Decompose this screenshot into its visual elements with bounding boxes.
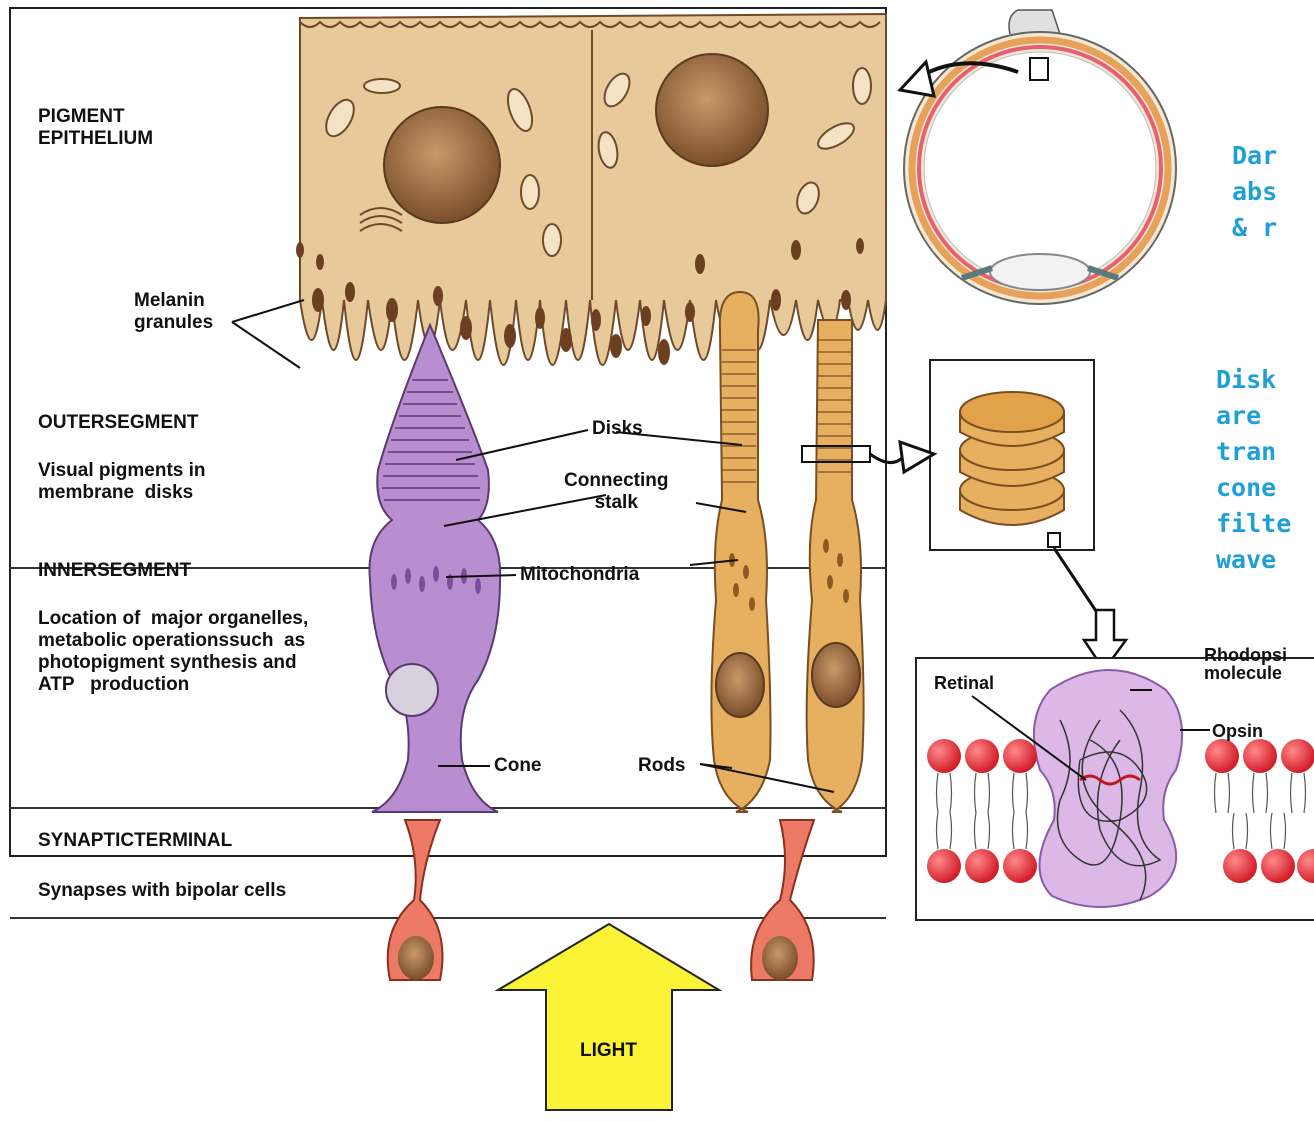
eye-diagram	[900, 10, 1176, 304]
label-connecting-stalk: Connecting stalk	[564, 470, 669, 514]
label-disks: Disks	[592, 418, 643, 440]
desc-synaptic-terminal: Synapses with bipolar cells	[38, 880, 286, 902]
cone-nucleus	[386, 664, 438, 716]
label-mitochondria: Mitochondria	[520, 564, 639, 586]
rhodopsin-molecule	[1034, 670, 1182, 907]
label-melanin-granules: Melanin granules	[134, 290, 213, 334]
light-arrow	[498, 924, 719, 1110]
pigment-epithelium	[296, 14, 886, 365]
label-opsin: Opsin	[1212, 720, 1263, 742]
label-light: LIGHT	[580, 1040, 637, 1062]
label-rods: Rods	[638, 755, 686, 777]
desc-inner-segment: Location of major organelles, metabolic …	[38, 608, 308, 696]
label-pigment-epithelium: PIGMENT EPITHELIUM	[38, 106, 153, 150]
label-rhodopsin-molecule: Rhodopsi molecule	[1204, 646, 1287, 682]
side-note-2: Disk are tran cone filte wave	[1216, 362, 1314, 578]
label-outer-segment: OUTERSEGMENT	[38, 412, 198, 434]
nucleus-right	[656, 54, 768, 166]
rod-nucleus-2	[812, 643, 860, 707]
label-cone: Cone	[494, 755, 542, 777]
label-synaptic-terminal: SYNAPTICTERMINAL	[38, 830, 232, 852]
rhodopsin-inset	[916, 658, 1314, 920]
side-note-1: Dar abs & r	[1232, 138, 1314, 246]
label-retinal: Retinal	[934, 672, 994, 694]
rod-nucleus-1	[716, 653, 764, 717]
label-inner-segment: INNERSEGMENT	[38, 560, 191, 582]
nucleus-left	[384, 107, 500, 223]
desc-outer-segment: Visual pigments in membrane disks	[38, 460, 206, 504]
